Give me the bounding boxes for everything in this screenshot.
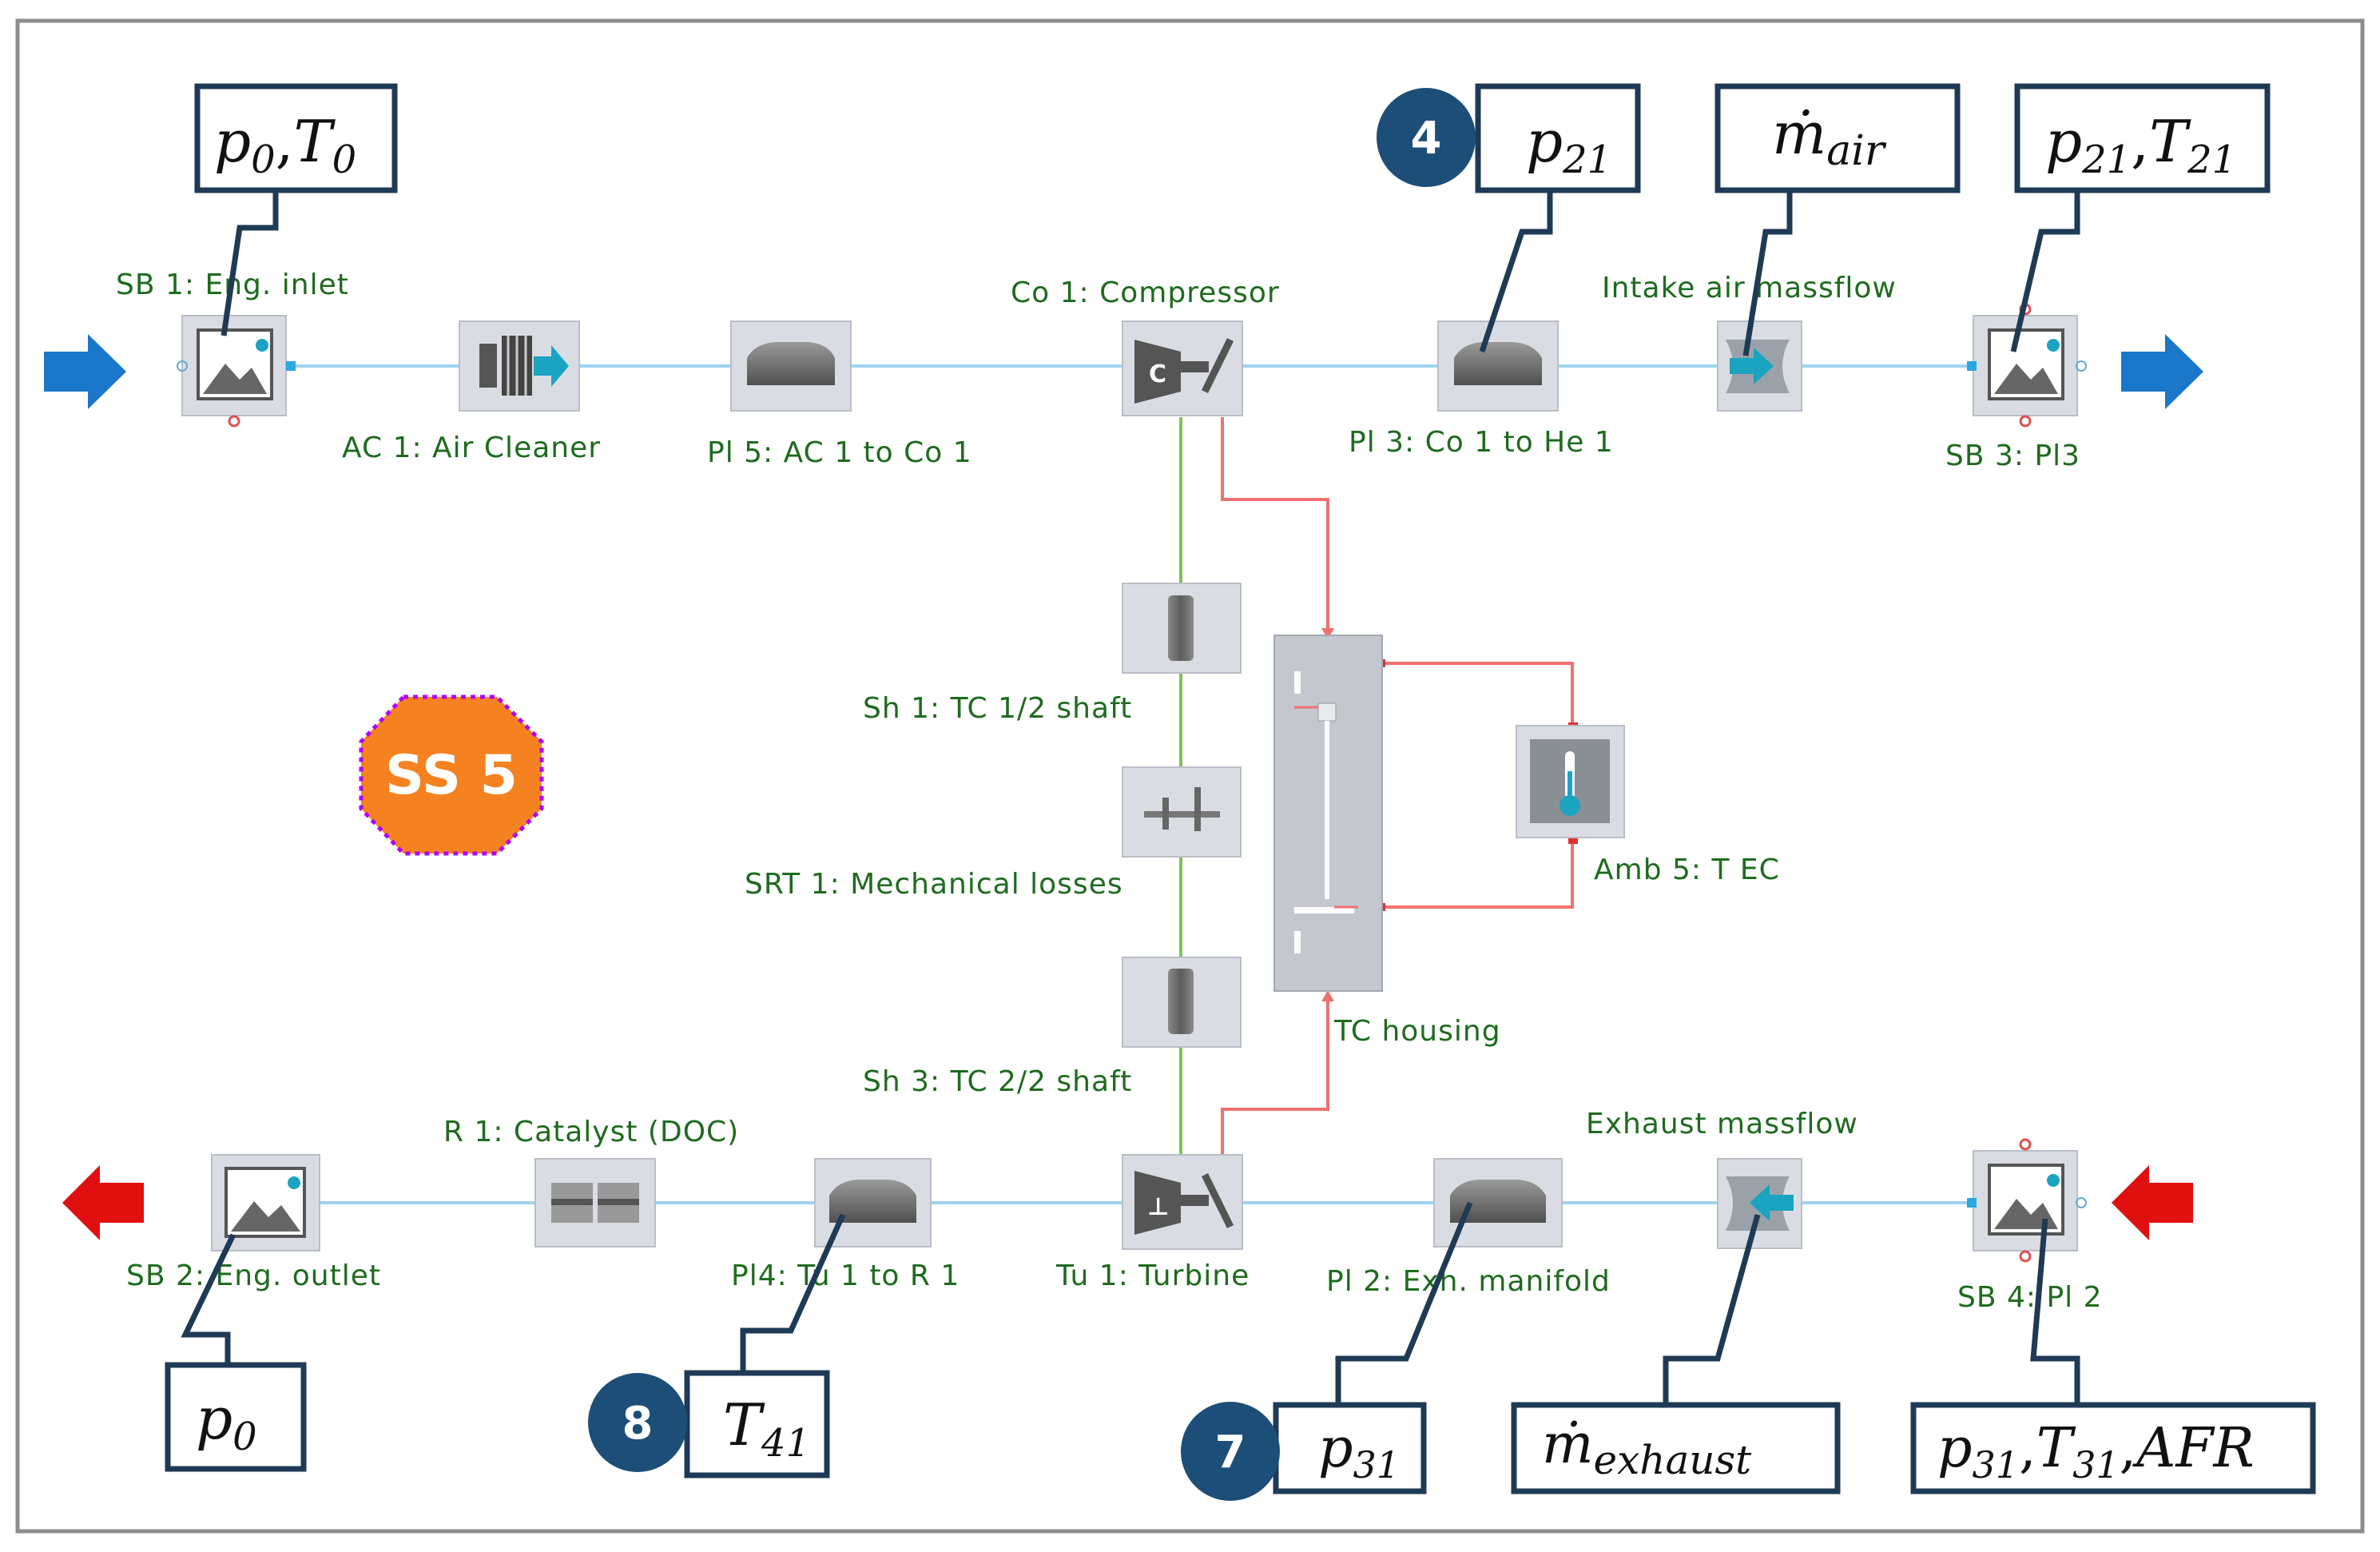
badge-4: 4 xyxy=(1377,88,1476,187)
svg-text:C: C xyxy=(1149,360,1166,388)
subsystem-label: SS 5 xyxy=(385,744,518,807)
label-pl3: Pl 3: Co 1 to He 1 xyxy=(1349,426,1614,459)
label-co1: Co 1: Compressor xyxy=(1011,277,1280,309)
pl3-pipe-icon[interactable] xyxy=(1437,320,1559,412)
sb1-image-icon[interactable] xyxy=(177,315,296,428)
fluid-lines xyxy=(296,364,1973,1204)
pl5-pipe-icon[interactable] xyxy=(730,320,852,412)
callout-leaders xyxy=(181,188,2080,1407)
exhaust-outlet-arrow xyxy=(62,1165,144,1240)
tc-housing-block[interactable] xyxy=(1273,635,1383,992)
label-intake: Intake air massflow xyxy=(1602,272,1897,304)
sb2-image-icon[interactable] xyxy=(211,1154,320,1252)
label-tu1: Tu 1: Turbine xyxy=(1055,1260,1250,1292)
label-srt1: SRT 1: Mechanical losses xyxy=(745,868,1123,901)
sh1-shaft-icon[interactable] xyxy=(1122,583,1242,674)
label-ac1: AC 1: Air Cleaner xyxy=(342,432,601,464)
label-sb4: SB 4: Pl 2 xyxy=(1957,1281,2103,1314)
tu1-turbine-icon[interactable]: ⊥ xyxy=(1122,1154,1243,1250)
co1-compressor-icon[interactable]: C xyxy=(1122,320,1243,416)
badge-7: 7 xyxy=(1181,1402,1280,1501)
r1-catalyst-icon[interactable] xyxy=(534,1158,656,1248)
sb4-image-icon[interactable] xyxy=(1967,1138,2087,1263)
label-sb3: SB 3: Pl3 xyxy=(1945,440,2080,472)
amb5-thermometer-icon[interactable] xyxy=(1516,725,1625,838)
label-pl5: Pl 5: AC 1 to Co 1 xyxy=(707,436,972,469)
srt1-mechanical-losses-icon[interactable] xyxy=(1122,766,1242,858)
exhaust-inlet-arrow xyxy=(2112,1165,2193,1240)
sensor-p0: p0 xyxy=(196,1385,257,1459)
label-sh3: Sh 3: TC 2/2 shaft xyxy=(863,1065,1132,1098)
intake-massflow-sensor-icon[interactable] xyxy=(1717,320,1802,412)
subsystem-badge[interactable]: SS 5 xyxy=(359,694,544,856)
sensor-p31: p31 xyxy=(1318,1417,1400,1486)
badge-8: 8 xyxy=(588,1373,687,1472)
label-pl2: Pl 2: Exh. manifold xyxy=(1326,1265,1611,1298)
pl2-pipe-icon[interactable] xyxy=(1433,1158,1563,1248)
sensor-mdot-exhaust: ṁexhaust xyxy=(1542,1413,1752,1483)
sensor-mdot-air: ṁair xyxy=(1772,100,1887,175)
svg-text:7: 7 xyxy=(1215,1427,1246,1478)
label-exhaust-massflow: Exhaust massflow xyxy=(1586,1108,1858,1140)
sb3-image-icon[interactable] xyxy=(1967,303,2087,428)
outlet-arrow-right xyxy=(2121,334,2203,409)
exhaust-massflow-sensor-icon[interactable] xyxy=(1717,1158,1802,1249)
sensor-T41: T41 xyxy=(723,1391,810,1466)
sensor-p21: p21 xyxy=(1526,108,1611,182)
label-tc-housing: TC housing xyxy=(1333,1015,1501,1048)
callout-boxes xyxy=(165,83,2316,1494)
svg-text:8: 8 xyxy=(622,1398,654,1450)
ac1-air-cleaner-icon[interactable] xyxy=(459,320,580,412)
inlet-arrow-left xyxy=(44,334,126,409)
label-amb5: Amb 5: T EC xyxy=(1594,854,1780,886)
label-sh1: Sh 1: TC 1/2 shaft xyxy=(863,692,1132,725)
label-sb2: SB 2: Eng. outlet xyxy=(126,1260,381,1292)
label-pl4: Pl4: Tu 1 to R 1 xyxy=(731,1260,960,1292)
sensor-p0-T0: p0,T0 xyxy=(214,108,356,182)
sh3-shaft-icon[interactable] xyxy=(1122,957,1242,1048)
svg-text:⊥: ⊥ xyxy=(1147,1193,1169,1221)
label-r1: R 1: Catalyst (DOC) xyxy=(443,1116,739,1148)
sensor-p31-T31-AFR: p31,T31,AFR xyxy=(1937,1417,2255,1486)
sensor-p21-T21: p21,T21 xyxy=(2045,108,2236,182)
svg-text:4: 4 xyxy=(1411,113,1442,165)
diagram-frame xyxy=(15,18,2365,1534)
